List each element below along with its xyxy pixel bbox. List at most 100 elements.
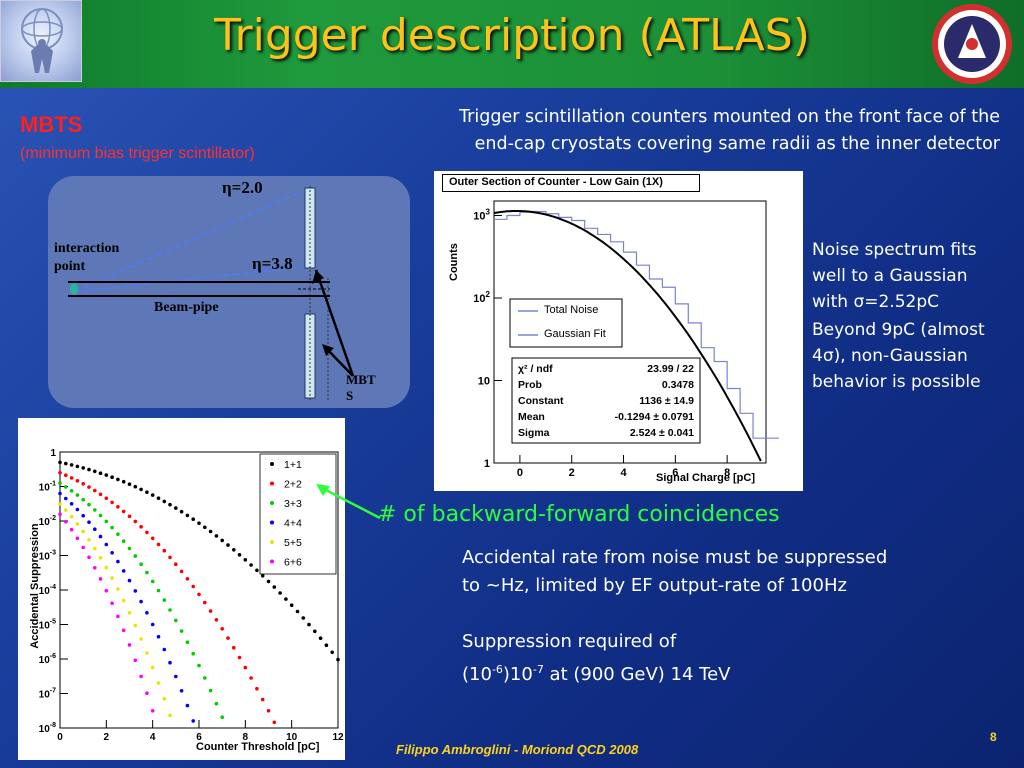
noise-text-line: behavior is possible <box>812 372 981 392</box>
total-noise-histogram <box>494 210 779 439</box>
top-description: Trigger scintillation counters mounted o… <box>320 104 1000 158</box>
noise-description: Noise spectrum fits well to a Gaussian w… <box>812 237 1022 395</box>
suppression-point <box>284 597 288 601</box>
suppression-point <box>179 569 184 574</box>
suppression-point <box>330 650 335 655</box>
suppression-point <box>168 555 172 560</box>
suppression-point <box>203 600 207 605</box>
suppression-point <box>197 521 201 525</box>
suppression-point <box>150 665 155 670</box>
legend-marker <box>270 462 274 466</box>
suppression-point <box>116 559 120 564</box>
mbts-label-line: MBT <box>346 372 376 387</box>
fit-stat-key: Mean <box>518 411 545 423</box>
suppression-point <box>295 609 300 614</box>
suppression-point <box>81 529 85 534</box>
legend-marker <box>270 501 274 505</box>
suppression-point <box>301 616 306 620</box>
suppression-point <box>313 629 317 634</box>
supp-y-tick-label: 10-3 <box>39 550 56 563</box>
suppression-point <box>104 542 109 547</box>
interaction-point-line: point <box>54 259 86 274</box>
accidental-line: (10-6)10-7 at (900 GeV) 14 TeV <box>462 656 1002 689</box>
legend-marker <box>270 481 274 486</box>
suppression-point <box>208 688 213 693</box>
noise-x-tick-label: 4 <box>620 467 627 479</box>
suppression-point <box>93 508 97 512</box>
suppression-point <box>64 485 68 489</box>
suppression-point <box>150 622 155 627</box>
suppression-point <box>93 469 97 474</box>
suppression-point <box>174 674 178 679</box>
fit-stat-value: 2.524 ± 0.041 <box>629 427 694 439</box>
supp-y-tick-label: 10-8 <box>39 722 56 735</box>
legend-gaussian-fit: Gaussian Fit <box>544 328 606 340</box>
fit-stat-value: -0.1294 ± 0.0791 <box>614 411 694 423</box>
suppression-point <box>139 637 143 641</box>
suppression-point <box>185 640 190 644</box>
suppression-point <box>133 589 138 593</box>
supp-y-tick-label: 1 <box>50 448 56 459</box>
suppression-point <box>226 543 230 547</box>
mbts-label-line: S <box>346 388 354 403</box>
suppression-point <box>185 577 190 581</box>
noise-text-line: Beyond 9pC (almost <box>812 320 985 340</box>
suppression-point <box>162 697 167 701</box>
gaussian-fit-curve <box>493 210 762 462</box>
suppression-point <box>168 660 172 665</box>
legend-label: 3+3 <box>284 498 302 510</box>
suppression-point <box>232 548 236 552</box>
accidental-line: to ~Hz, limited by EF output-rate of 100… <box>462 575 847 596</box>
suppression-point <box>81 497 85 502</box>
suppression-point <box>203 676 207 680</box>
suppression-plot-xlabel: Counter Threshold [pC] <box>196 741 320 753</box>
suppression-point <box>69 514 74 519</box>
suppression-point <box>69 502 74 506</box>
mbts-label: MBT S <box>346 372 376 404</box>
legend-label: 6+6 <box>284 557 302 569</box>
fit-stat-key: Prob <box>518 379 542 391</box>
noise-text-line: Noise spectrum fits <box>812 240 977 260</box>
suppression-point <box>162 499 167 504</box>
suppression-point <box>203 525 207 530</box>
suppression-point <box>104 473 109 477</box>
suppression-point <box>150 536 155 541</box>
suppression-point <box>127 482 132 486</box>
suppression-point <box>116 505 120 509</box>
suppression-point <box>179 509 184 514</box>
page-number: 8 <box>990 730 997 744</box>
fit-stat-key: Sigma <box>518 427 550 439</box>
eta-3.8-label: η=3.8 <box>252 254 293 273</box>
suppression-point <box>93 566 97 570</box>
suppression-point <box>214 618 219 622</box>
suppression-point <box>75 536 80 541</box>
suppression-point <box>69 476 74 480</box>
suppression-point <box>237 655 242 660</box>
accidental-exponent: -6 <box>491 663 503 676</box>
beam-pipe-label: Beam-pipe <box>154 300 219 315</box>
suppression-point <box>174 506 178 510</box>
suppression-point <box>81 482 85 486</box>
suppression-point <box>121 598 126 603</box>
suppression-point <box>98 556 103 560</box>
suppression-point <box>104 565 109 570</box>
suppression-point <box>110 601 114 605</box>
supp-y-tick-label: 10-5 <box>39 619 56 632</box>
suppression-point <box>185 703 190 708</box>
suppression-point <box>110 475 114 479</box>
suppression-point <box>104 496 109 500</box>
suppression-point <box>87 538 91 542</box>
suppression-point <box>243 558 248 562</box>
suppression-point <box>266 709 271 713</box>
suppression-point <box>127 578 132 583</box>
supp-x-tick-label: 6 <box>196 732 202 743</box>
suppression-point <box>220 627 224 631</box>
noise-x-tick-label: 0 <box>517 467 523 479</box>
suppression-point <box>214 534 219 538</box>
suppression-point <box>191 719 195 723</box>
legend-marker <box>270 540 274 544</box>
suppression-point <box>145 530 149 535</box>
suppression-point <box>58 460 62 465</box>
suppression-point <box>127 546 132 551</box>
suppression-point <box>69 489 74 493</box>
